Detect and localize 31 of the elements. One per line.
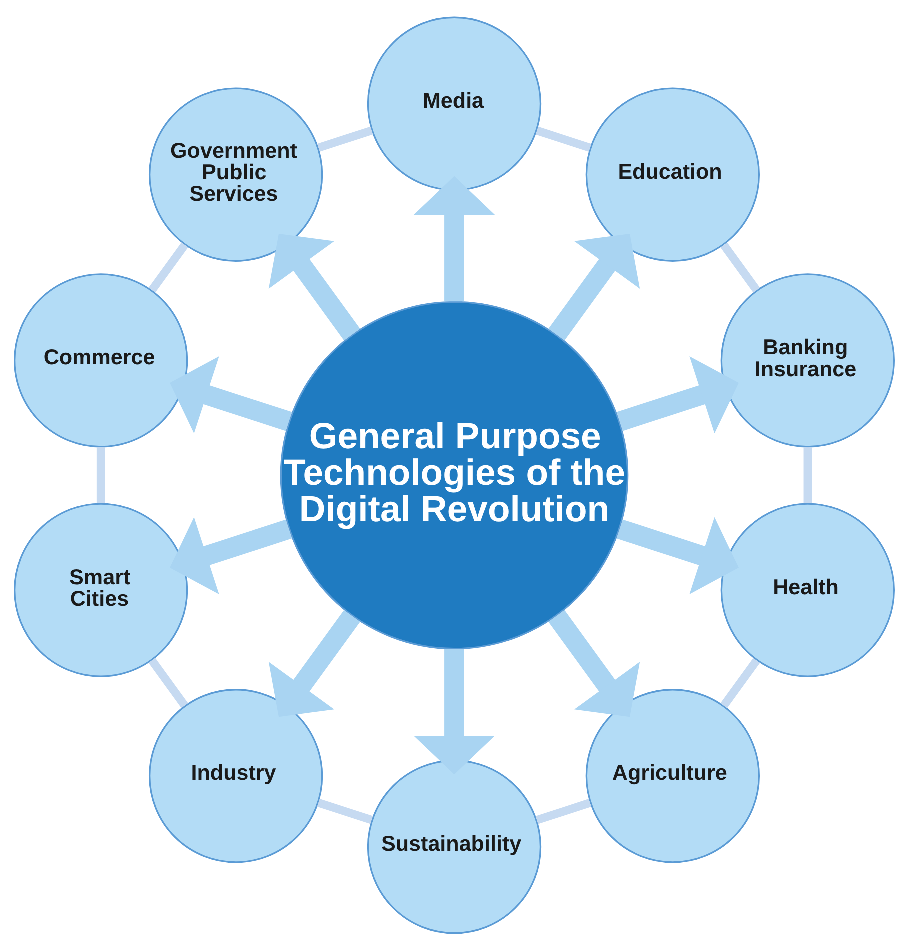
connector <box>536 126 592 152</box>
connector <box>536 798 592 824</box>
arrow <box>616 356 739 434</box>
connector <box>720 242 760 292</box>
arrow <box>268 610 360 717</box>
arrow <box>414 648 496 774</box>
arrow <box>548 610 640 717</box>
node-circle: Commerce <box>14 273 188 448</box>
connector <box>317 126 374 152</box>
arrow <box>414 176 496 302</box>
node-circle: Media <box>367 16 542 190</box>
arrow <box>170 516 292 594</box>
arrow <box>170 356 292 434</box>
arrow <box>548 233 640 340</box>
connector <box>148 242 188 292</box>
node-circle: Sustainability <box>367 760 542 934</box>
node-circle: Industry <box>148 688 324 863</box>
node-circle: Smart Cities <box>14 502 188 677</box>
node-circle: Government Public Services <box>148 87 324 262</box>
connector <box>720 658 760 708</box>
connector <box>96 446 106 503</box>
node-circle: Health <box>720 502 896 677</box>
connector <box>804 447 812 503</box>
connector <box>317 798 374 824</box>
arrow <box>268 233 360 340</box>
connector <box>148 658 188 708</box>
node-circle: Banking Insurance <box>720 273 896 448</box>
node-circle: Agriculture <box>586 688 760 863</box>
node-circle: General Purpose Technologies of the Digital Revolution <box>280 300 629 650</box>
node-circle: Education <box>586 87 760 262</box>
arrow <box>616 516 739 594</box>
